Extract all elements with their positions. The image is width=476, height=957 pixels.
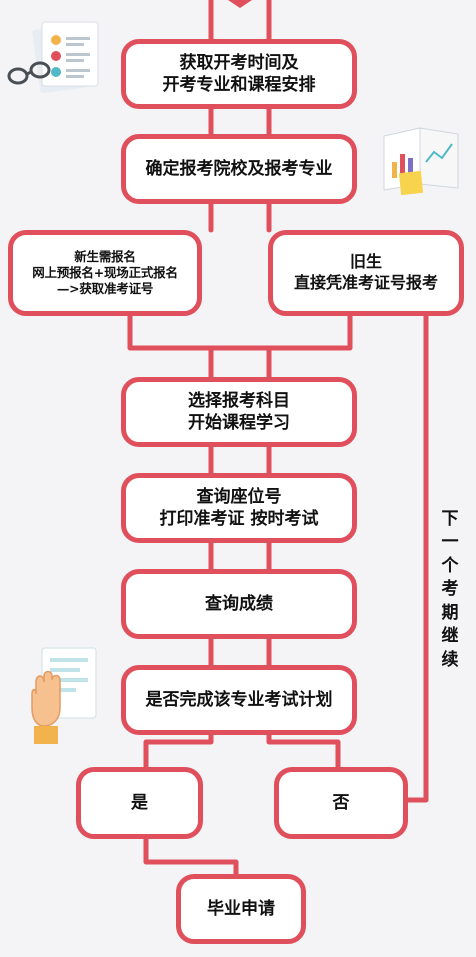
connector-loop (401, 297, 429, 803)
branch-new-student-line1: 新生需报名 (74, 248, 136, 264)
connector-6-decision (208, 633, 272, 671)
connector-merge-4 (208, 345, 272, 383)
hand-document-icon (26, 646, 102, 746)
connector-5-6 (208, 537, 272, 575)
decision-plan-complete-label: 是否完成该专业考试计划 (145, 689, 333, 710)
outcome-no-label: 否 (332, 792, 350, 813)
step-check-scores: 查询成绩 (121, 569, 357, 639)
connector-1-2 (208, 103, 272, 140)
step-get-exam-schedule-line1: 获取开考时间及 (179, 52, 299, 73)
step-graduation-application-label: 毕业申请 (207, 898, 275, 919)
step-graduation-application: 毕业申请 (176, 874, 306, 944)
step-seat-and-exam-line1: 查询座位号 (196, 486, 282, 507)
step-select-subjects-line1: 选择报考科目 (188, 390, 290, 411)
loop-label-char: 期 (441, 602, 459, 623)
step-get-exam-schedule-line2: 开考专业和课程安排 (162, 75, 316, 95)
connector-4-5 (208, 441, 272, 479)
step-choose-school-major: 确定报考院校及报考专业 (121, 134, 357, 204)
loop-label-char: 考 (441, 579, 459, 600)
step-seat-and-exam-line2: 打印准考证 按时考试 (159, 509, 319, 529)
step-check-scores-label: 查询成绩 (205, 593, 273, 614)
branch-old-student-line2: 直接凭准考证号报考 (293, 273, 438, 292)
step-choose-school-major-label: 确定报考院校及报考专业 (145, 158, 333, 179)
outcome-no: 否 (274, 767, 408, 839)
connector-2-split (208, 198, 272, 233)
loop-label: 下 一 个 考 期 继 续 (438, 508, 462, 672)
chart-book-icon (380, 122, 462, 198)
branch-old-student-line1: 旧生 (349, 252, 382, 272)
connector-merge (127, 309, 353, 351)
loop-label-char: 继 (441, 626, 459, 647)
outcome-yes-label: 是 (131, 792, 148, 813)
loop-label-char: 续 (441, 649, 459, 670)
loop-label-char: 下 (441, 509, 459, 529)
loop-label-char: 一 (441, 532, 459, 553)
loop-label-char: 个 (441, 555, 459, 576)
step-select-subjects-line2: 开始课程学习 (188, 413, 290, 433)
branch-new-student-line3: —>获取准考证号 (56, 281, 154, 297)
decision-plan-complete: 是否完成该专业考试计划 (121, 665, 357, 735)
branch-new-student: 新生需报名 网上预报名+现场正式报名 —>获取准考证号 (8, 230, 202, 316)
connector-decision-branches (143, 729, 341, 773)
connector-yes-graduate (143, 833, 239, 880)
outcome-yes: 是 (76, 767, 203, 839)
step-seat-and-exam: 查询座位号 打印准考证 按时考试 (121, 473, 357, 543)
connector-top (208, 0, 272, 45)
step-get-exam-schedule: 获取开考时间及 开考专业和课程安排 (121, 39, 357, 109)
branch-old-student: 旧生 直接凭准考证号报考 (268, 230, 464, 316)
branch-new-student-line2: 网上预报名+现场正式报名 (32, 264, 178, 280)
step-select-subjects: 选择报考科目 开始课程学习 (121, 377, 357, 447)
top-arrow (228, 0, 252, 8)
document-glasses-icon (6, 20, 106, 104)
